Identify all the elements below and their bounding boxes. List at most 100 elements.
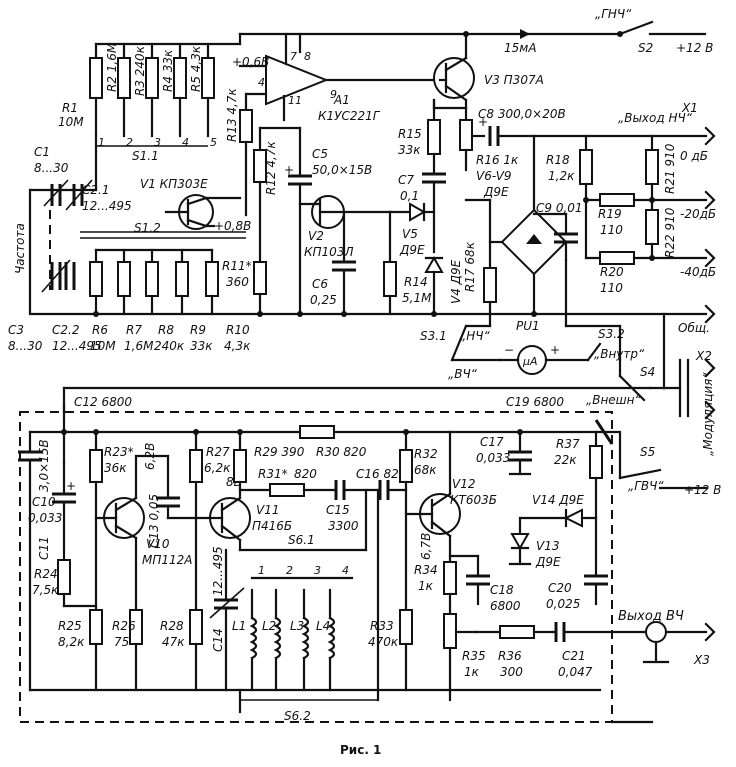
- resistor-r35: [443, 613, 457, 649]
- label-gnch: „ГНЧ“: [595, 7, 632, 21]
- stage-v11: R27 6,2к V11 П416Б 8В R29 390 R30 820 R3…: [189, 425, 408, 552]
- diode-v13: [510, 533, 530, 551]
- diode-v5: [409, 202, 427, 222]
- opamp-triangle: [265, 54, 329, 106]
- label-r11-value: 360: [226, 275, 249, 289]
- label-c18-value: 6800: [490, 599, 521, 613]
- label-gvch: „ГВЧ“: [628, 479, 664, 493]
- label-c21-value: 0,047: [558, 665, 593, 679]
- resistor-r10: [205, 261, 219, 297]
- meter-plus: +: [550, 343, 560, 357]
- label-modulyaciya: „Модуляция“: [701, 372, 715, 456]
- detector-stage: V2 КП103Л C6 0,25 V5 Д9Е R14 5,1М R15 33…: [298, 98, 463, 316]
- label-r19-value: 110: [600, 223, 623, 237]
- inductor-l1: [249, 616, 258, 660]
- label-r28-value: 47к: [162, 635, 185, 649]
- label-r13: R13 4,7к: [225, 87, 239, 142]
- label-current: 15мА: [504, 41, 537, 55]
- label-x1: X1: [681, 101, 698, 115]
- label-nch: „НЧ“: [460, 329, 490, 343]
- label-c5: C5: [312, 147, 328, 161]
- label-r9-value: 33к: [190, 339, 213, 353]
- resistor-r25: [89, 609, 103, 645]
- label-r12: R12 4,7к: [264, 140, 278, 195]
- attenuator: R18 1,2к R19 110 R20 110 R21 910 R22 910…: [546, 101, 716, 335]
- resistor-r28: [189, 609, 203, 645]
- label-vnesh: „Внешн“: [586, 393, 642, 407]
- hf-output: Выход ВЧ X3: [618, 609, 716, 667]
- label-r28: R28: [160, 619, 184, 633]
- label-l3: L3: [290, 619, 304, 633]
- label-vplus-top: +12 В: [676, 41, 713, 55]
- label-l2: L2: [262, 619, 276, 633]
- label-0db: 0 дБ: [680, 149, 708, 163]
- resistor-r17: [483, 267, 497, 303]
- figure-caption: Рис. 1: [340, 743, 381, 757]
- label-r1: R1: [62, 101, 78, 115]
- label-r31-value: 820: [294, 467, 317, 481]
- resistor-r13: [239, 109, 253, 143]
- label-v6v9-value: Д9Е: [483, 185, 509, 199]
- label-c14: C14: [211, 628, 225, 652]
- label-c12: C12 6800: [74, 395, 132, 409]
- hf-detector: C17 0,033 R37 22к V14 Д9Е V13 Д9Е C20 0,…: [476, 430, 608, 611]
- label-r22: R22 910: [663, 207, 677, 258]
- label-c3-value: 8...30: [8, 339, 43, 353]
- label-a1-value: К1УС221Г: [318, 109, 381, 123]
- meter-pu1: μA − + PU1 S3.1 „НЧ“ „ВЧ“ S3.2 „Внутр“: [420, 258, 645, 381]
- label-c1-value: 8...30: [34, 161, 69, 175]
- label-c20: C20: [548, 581, 572, 595]
- label-r20: R20: [600, 265, 624, 279]
- label-r21: R21 910: [663, 143, 677, 194]
- stage-v10: + C11 3,0×15В R24 7,5к R23* 36к R25 8,2к…: [32, 430, 212, 692]
- label-r27-value: 6,2к: [204, 461, 231, 475]
- resistor-r30: [299, 425, 335, 439]
- label-v1: V1 КП303Е: [140, 177, 208, 191]
- label-r10-value: 4,3к: [224, 339, 251, 353]
- label-r6-value: 10М: [90, 339, 116, 353]
- transistor-v3-group: V3 П307А: [432, 56, 544, 122]
- label-r34: R34: [414, 563, 438, 577]
- power-rail-top: „ГНЧ“ S2 +12 В 15мА: [238, 7, 713, 60]
- label-vplus-bot: +12 В: [684, 483, 721, 497]
- resistor-r8: [145, 261, 159, 297]
- resistor-r4: [173, 57, 187, 99]
- label-c3: C3: [8, 323, 24, 337]
- label-s1-2: S1.2: [134, 221, 161, 235]
- c8-plus: +: [478, 115, 488, 129]
- coil-pin-4: 4: [342, 564, 349, 577]
- pin-5: 5: [210, 136, 217, 149]
- resistor-r11: [253, 261, 267, 295]
- resistor-r7: [117, 261, 131, 297]
- label-r24-value: 7,5к: [32, 583, 59, 597]
- label-r29: R29 390: [254, 445, 305, 459]
- label-r8-value: 240к: [154, 339, 185, 353]
- pin-1: 1: [98, 136, 105, 149]
- label-pu1: PU1: [516, 319, 540, 333]
- coil-pin-3: 3: [314, 564, 321, 577]
- label-r36: R36: [498, 649, 522, 663]
- label-r31: R31*: [258, 467, 288, 481]
- resistor-r33: [399, 609, 413, 645]
- inductor-l3: [301, 616, 310, 660]
- label-r6: R6: [92, 323, 108, 337]
- label-c9: C9 0,01: [536, 201, 583, 215]
- label-c17-value: 0,033: [476, 451, 510, 465]
- label-r17: R17 68к: [463, 241, 477, 292]
- lc-tank: R28 47к C14 12...495 L1 L2 L3 L4 1 2 3 4…: [160, 488, 380, 723]
- label-c11: C11: [37, 536, 51, 560]
- label-c21: C21: [562, 649, 586, 663]
- label-v12-value: КТ603Б: [450, 493, 497, 507]
- label-r35-value: 1к: [464, 665, 480, 679]
- label-r33: R33: [370, 619, 394, 633]
- resistor-r31: [269, 483, 305, 497]
- label-r23-value: 36к: [104, 461, 127, 475]
- label-r18: R18: [546, 153, 570, 167]
- label-c14-value: 12...495: [211, 546, 225, 596]
- label-s5: S5: [640, 445, 655, 459]
- label-r25-value: 8,2к: [58, 635, 85, 649]
- c5-plus: +: [284, 163, 294, 177]
- label-r18-value: 1,2к: [548, 169, 575, 183]
- resistor-bank-r1-r5: 1 2 3 4 5 S1.1 R1 10М R2 1,6М R3 240к R4…: [58, 32, 242, 163]
